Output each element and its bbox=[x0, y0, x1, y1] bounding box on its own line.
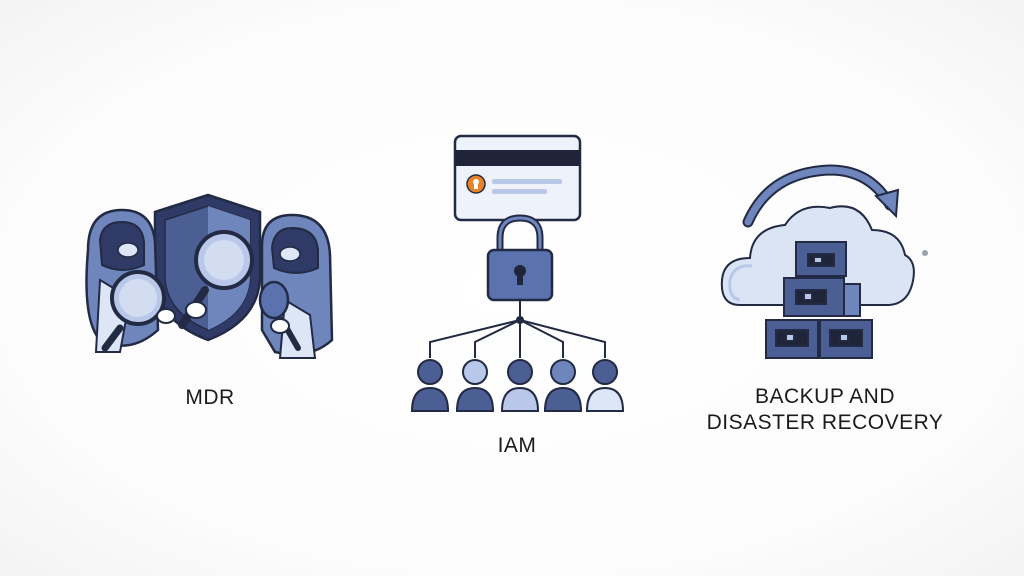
bdr-label-line-1: BACKUP AND bbox=[755, 385, 895, 408]
magnifying-glass-icon bbox=[178, 230, 254, 329]
mdr-label: MDR bbox=[185, 386, 235, 409]
user-icon bbox=[455, 359, 495, 412]
bdr-illustration bbox=[720, 164, 928, 359]
user-icon bbox=[500, 359, 540, 412]
sync-arrow-icon bbox=[742, 164, 900, 228]
iam-section: IAM bbox=[400, 130, 630, 470]
debris-dot bbox=[922, 250, 928, 256]
iam-label: IAM bbox=[497, 434, 537, 457]
hierarchy-connectors bbox=[429, 300, 606, 358]
padlock-icon bbox=[486, 214, 554, 302]
user-group-icon bbox=[410, 359, 625, 412]
user-icon bbox=[543, 359, 583, 412]
iam-illustration bbox=[410, 134, 625, 412]
hooded-analyst-icon bbox=[258, 213, 334, 359]
magnifying-glass-icon bbox=[101, 270, 176, 352]
bdr-label-line-2: DISASTER RECOVERY bbox=[706, 411, 944, 434]
id-card-icon bbox=[453, 134, 582, 222]
mdr-illustration bbox=[85, 193, 334, 359]
bdr-section: BACKUP AND DISASTER RECOVERY bbox=[700, 160, 960, 440]
mdr-section: MDR bbox=[70, 180, 350, 420]
user-icon bbox=[410, 359, 450, 412]
user-icon bbox=[585, 359, 625, 412]
server-stack-icon bbox=[765, 241, 873, 359]
